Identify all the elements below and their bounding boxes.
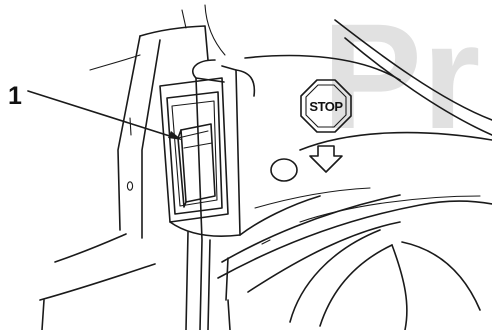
handle-housing-lines bbox=[40, 5, 225, 330]
round-hole bbox=[271, 159, 297, 181]
lower-frame-lines bbox=[186, 188, 492, 330]
callout-arrow bbox=[28, 91, 182, 140]
switch-housing bbox=[160, 60, 254, 330]
callout-number: 1 bbox=[8, 82, 22, 110]
stop-switch bbox=[178, 124, 215, 207]
stop-sign-text: STOP bbox=[309, 99, 343, 114]
